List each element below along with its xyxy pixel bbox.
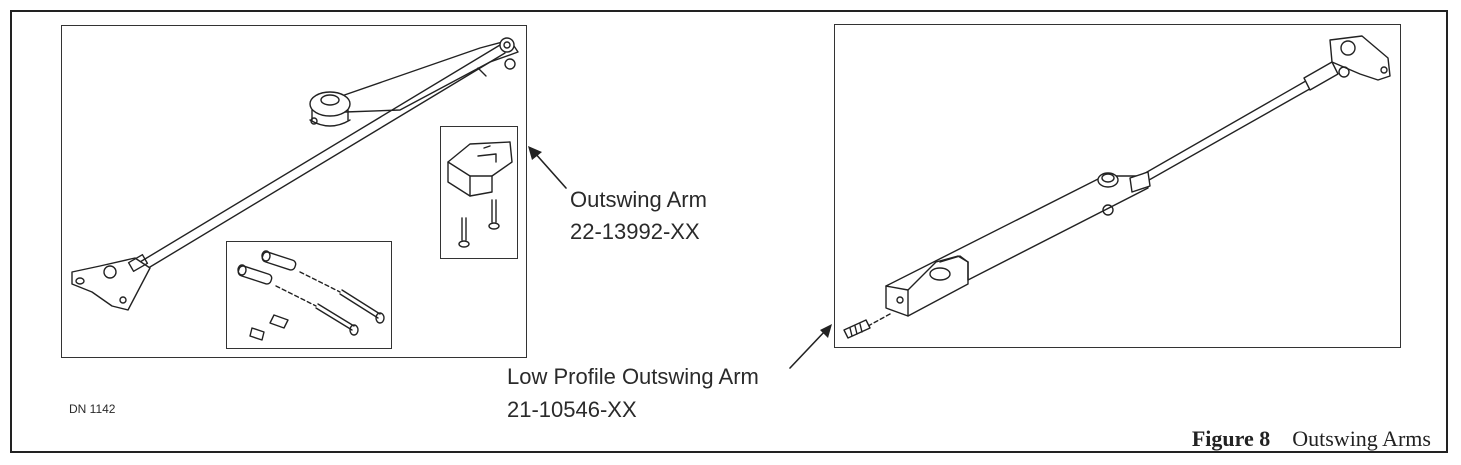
drawing-number: DN 1142 — [69, 402, 116, 416]
low-profile-arm-part-number: 21-10546-XX — [507, 397, 637, 422]
figure-frame — [10, 10, 1448, 453]
screw-set-drawing — [237, 250, 385, 341]
figure-caption: Figure 8 Outswing Arms — [1192, 426, 1431, 452]
outswing-arm-part-number: 22-13992-XX — [570, 219, 700, 244]
figure-title: Outswing Arms — [1292, 426, 1431, 451]
low-profile-arm-name: Low Profile Outswing Arm — [507, 364, 759, 389]
outswing-arm-drawing — [71, 37, 519, 311]
callout-arrows — [533, 151, 827, 369]
outswing-arm-name: Outswing Arm — [570, 187, 707, 212]
outswing-arrowhead — [528, 146, 542, 160]
low-profile-arrowhead — [820, 324, 832, 338]
shoe-block-drawing — [447, 141, 513, 248]
figure-number: Figure 8 — [1191, 426, 1271, 451]
screws-inset-panel — [226, 241, 392, 349]
low-profile-arm-drawing — [843, 35, 1391, 339]
